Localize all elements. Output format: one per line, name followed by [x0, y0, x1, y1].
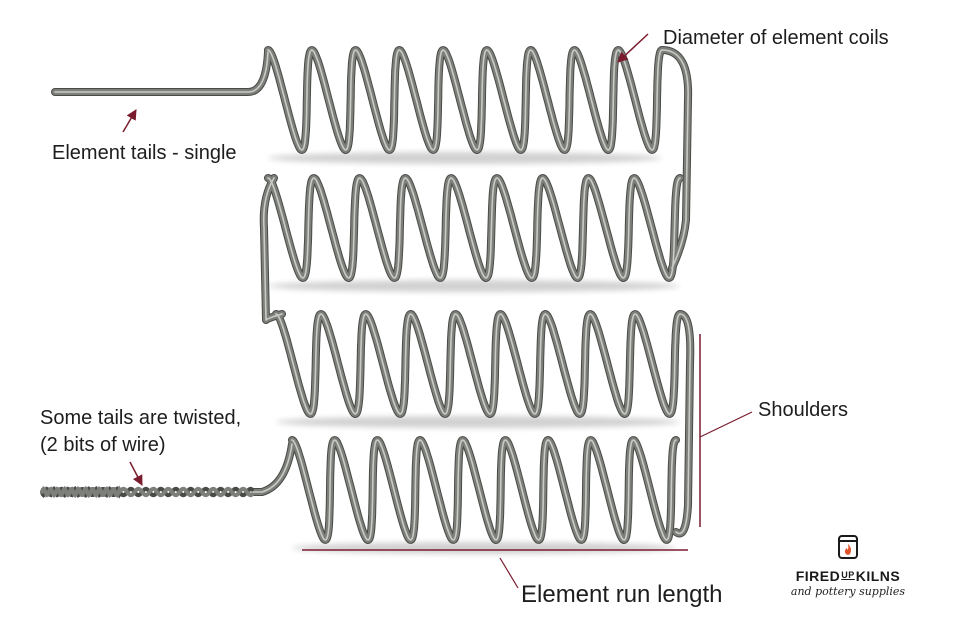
single-tail-arrow — [122, 109, 137, 133]
run-length-pointer — [499, 557, 519, 589]
twisted-tail-label-line2: (2 bits of wire) — [40, 434, 166, 456]
wire-segment — [275, 313, 681, 415]
wire-segment — [289, 437, 679, 543]
wire-segment — [262, 177, 283, 321]
diameter-arrow — [617, 33, 649, 63]
wire-segment — [267, 177, 681, 279]
wire-segment — [54, 51, 269, 93]
twisted-tail-label-line1: Some tails are twisted, — [40, 407, 242, 429]
heating-element-wire — [51, 46, 695, 544]
wire-segment — [291, 439, 677, 541]
single-tail-label: Element tails - single — [52, 142, 237, 164]
coil-shadow — [268, 152, 662, 164]
logo-name: FIREDUPKILNS — [786, 568, 910, 584]
shoulders-label: Shoulders — [758, 399, 849, 421]
twisted-tail-arrow — [129, 461, 143, 486]
wire-segment — [52, 49, 271, 95]
twisted-strand — [40, 485, 254, 499]
twisted-tail-label: Some tails are twisted, (2 bits of wire) — [40, 405, 241, 459]
coil-shadow — [268, 280, 680, 292]
run-length-label: Element run length — [521, 581, 723, 608]
wire-segment — [51, 48, 272, 96]
wire-segment — [675, 313, 692, 535]
wire-segment — [273, 311, 683, 417]
kiln-flame-icon — [838, 535, 858, 559]
wire-segment — [267, 49, 663, 151]
logo-name-up: UP — [841, 570, 855, 580]
wire-segment — [265, 175, 683, 281]
wire-segment — [249, 443, 293, 493]
diameter-label: Diameter of element coils — [663, 27, 889, 49]
shoulders-pointer — [699, 411, 753, 438]
element-shadow — [268, 152, 680, 554]
company-logo: FIREDUPKILNS and pottery supplies — [786, 532, 910, 604]
coil-shadow — [292, 542, 676, 554]
wire-segment — [661, 49, 689, 269]
twisted-tail — [40, 485, 254, 499]
logo-tagline: and pottery supplies — [790, 585, 906, 598]
wire-segment — [265, 47, 665, 153]
logo-name-right: KILNS — [855, 568, 901, 584]
coil-shadow — [276, 416, 680, 428]
logo-name-left: FIRED — [795, 568, 841, 584]
